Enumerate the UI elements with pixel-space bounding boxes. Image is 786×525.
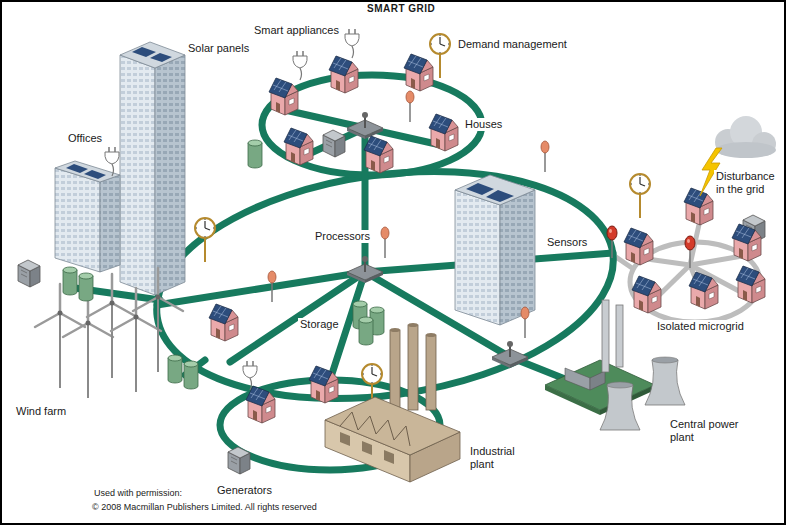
- callout-label: Sensors: [545, 236, 589, 249]
- sensor-pole: [268, 271, 276, 302]
- microgrid-lines: [613, 220, 760, 322]
- smart-plug: [345, 29, 359, 58]
- storm-cloud: [715, 116, 776, 158]
- callout-label: Disturbance in the grid: [714, 170, 780, 195]
- house: [632, 276, 661, 313]
- wind-turbine: [87, 274, 137, 378]
- callout-label: Processors: [313, 230, 372, 243]
- callout-label: Central power plant: [668, 418, 754, 443]
- callout-label: Industrial plant: [468, 445, 524, 470]
- sensor-pole: [521, 307, 529, 338]
- callout-label: Generators: [215, 484, 274, 497]
- demand-clock: [195, 218, 215, 262]
- house: [209, 304, 238, 341]
- generator-box: [228, 447, 250, 474]
- processor-hub: [492, 341, 528, 368]
- house: [269, 78, 298, 115]
- industrial-plant: [325, 323, 460, 482]
- wind-turbine: [111, 288, 161, 392]
- demand-clock: [430, 34, 450, 78]
- house: [732, 224, 761, 261]
- callout-label: Wind farm: [14, 405, 68, 418]
- diagram-title: SMART GRID: [365, 3, 437, 15]
- office-tower: [120, 42, 185, 295]
- house: [246, 386, 275, 423]
- generator-box: [323, 130, 345, 157]
- sensor-red: [685, 236, 695, 268]
- processor-hub: [347, 112, 383, 139]
- credit-note: Used with permission:: [92, 488, 184, 498]
- house: [429, 114, 458, 151]
- callout-label: Smart appliances: [252, 24, 341, 37]
- house: [624, 228, 653, 265]
- office-building: [55, 161, 120, 272]
- demand-clock: [630, 174, 650, 218]
- callout-label: Offices: [66, 132, 104, 145]
- generator-box: [18, 260, 40, 287]
- callout-label: Demand management: [456, 38, 569, 51]
- wind-turbine: [63, 294, 113, 398]
- smart-plug: [243, 361, 257, 390]
- callout-label: Houses: [463, 118, 504, 131]
- office-building: [455, 175, 535, 325]
- callout-label: Solar panels: [186, 42, 251, 55]
- sensor-red: [607, 226, 617, 258]
- house: [684, 188, 713, 225]
- callout-label: Storage: [298, 318, 341, 331]
- storage-tank: [359, 317, 373, 345]
- callout-label: Isolated microgrid: [655, 320, 746, 333]
- house: [736, 266, 765, 303]
- sensor-pole: [381, 227, 389, 258]
- sensor-pole: [541, 141, 549, 172]
- house: [364, 136, 393, 173]
- house: [284, 128, 313, 165]
- house: [404, 54, 433, 91]
- sensor-pole: [406, 91, 414, 122]
- storage-tank: [168, 355, 182, 383]
- wind-turbine: [35, 284, 85, 388]
- house: [329, 56, 358, 93]
- house: [309, 366, 338, 403]
- smart-plug: [293, 51, 307, 80]
- storage-tank: [79, 273, 93, 301]
- storage-tank: [63, 267, 77, 295]
- credit-note: © 2008 Macmillan Publishers Limited. All…: [90, 502, 319, 512]
- smart-plug: [105, 147, 119, 176]
- house: [689, 272, 718, 309]
- storage-tank: [248, 140, 262, 168]
- processor-hub: [347, 256, 383, 283]
- storage-tank: [184, 361, 198, 389]
